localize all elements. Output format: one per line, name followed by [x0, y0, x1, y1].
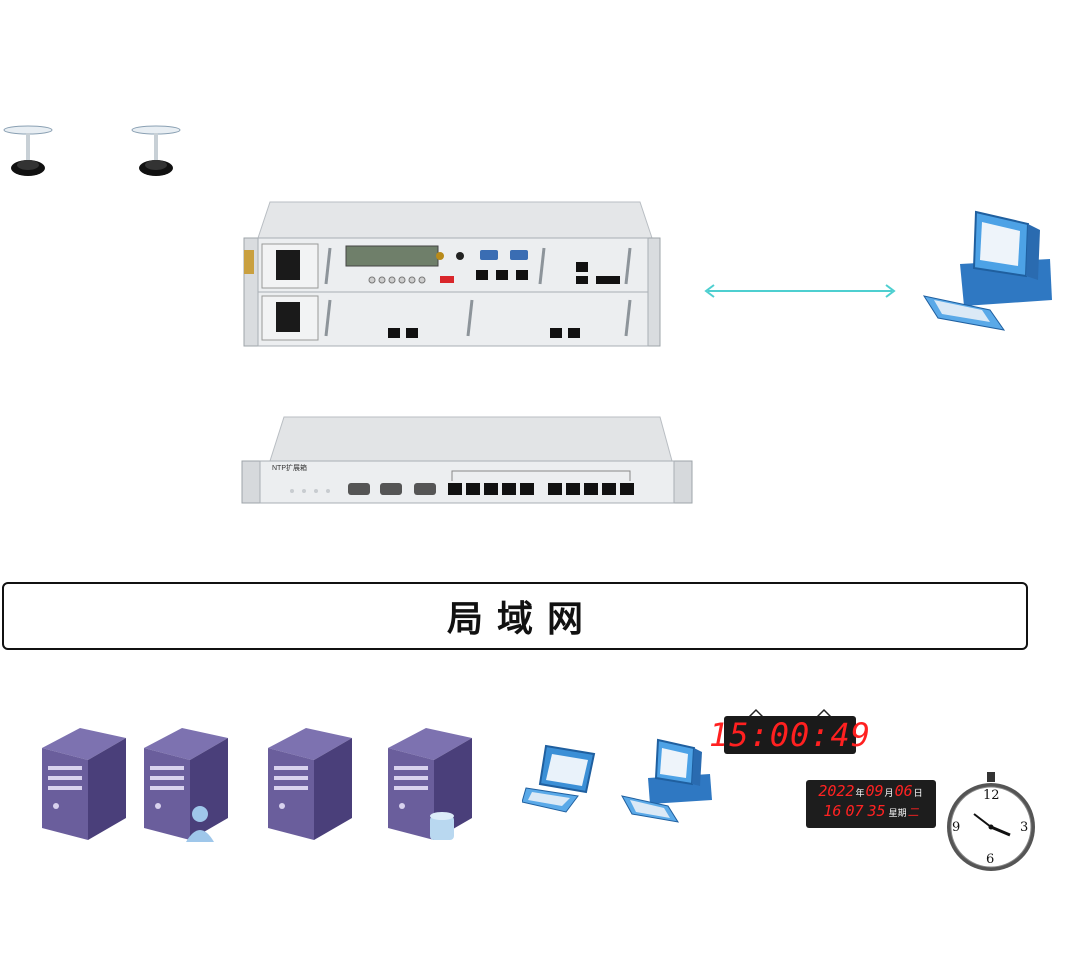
lan-label: 局域网	[446, 599, 597, 640]
server-icon	[382, 720, 478, 844]
server-icon	[262, 720, 358, 844]
cal-weekday-value: 二	[907, 806, 919, 819]
desktop-computer-icon	[620, 734, 716, 826]
server-icon	[138, 720, 234, 844]
clock-numeral-6: 6	[986, 852, 995, 867]
clock-numeral-3: 3	[1020, 820, 1029, 835]
cal-day: 06	[894, 782, 913, 800]
calendar-clock-display: 2022 年 09 月 06 日 16 07 35 星期 二	[806, 780, 936, 828]
cal-hour: 16	[823, 802, 842, 820]
cal-weekday-label: 星期	[888, 809, 907, 819]
desktop-computer-icon	[920, 204, 1060, 340]
ntp-expansion-unit: NTP扩展箱	[240, 415, 695, 505]
cal-year: 2022	[818, 782, 855, 800]
gps-antenna-icon	[130, 124, 182, 180]
clock-numeral-9: 9	[952, 820, 961, 835]
cal-minute: 07	[845, 802, 864, 820]
cal-month-unit: 月	[884, 789, 894, 799]
led-time-display: 15:00:49	[709, 716, 870, 754]
lan-bar: 局域网	[2, 582, 1028, 650]
ntp-server-2u	[240, 200, 665, 350]
expansion-unit-label: NTP扩展箱	[272, 465, 307, 472]
led-clock-hanger	[744, 708, 836, 718]
wall-clock-icon: 12 3 6 9	[944, 772, 1038, 874]
clock-numeral-12: 12	[983, 788, 1000, 803]
cal-day-unit: 日	[913, 789, 923, 799]
led-time-value: 15:00:49	[708, 716, 872, 754]
server-icon	[36, 720, 132, 844]
cal-year-unit: 年	[855, 789, 865, 799]
link-arrow	[700, 282, 900, 300]
cal-month: 09	[865, 782, 884, 800]
cal-second: 35	[867, 802, 886, 820]
laptop-icon	[522, 740, 604, 814]
gps-antenna-icon	[2, 124, 54, 180]
